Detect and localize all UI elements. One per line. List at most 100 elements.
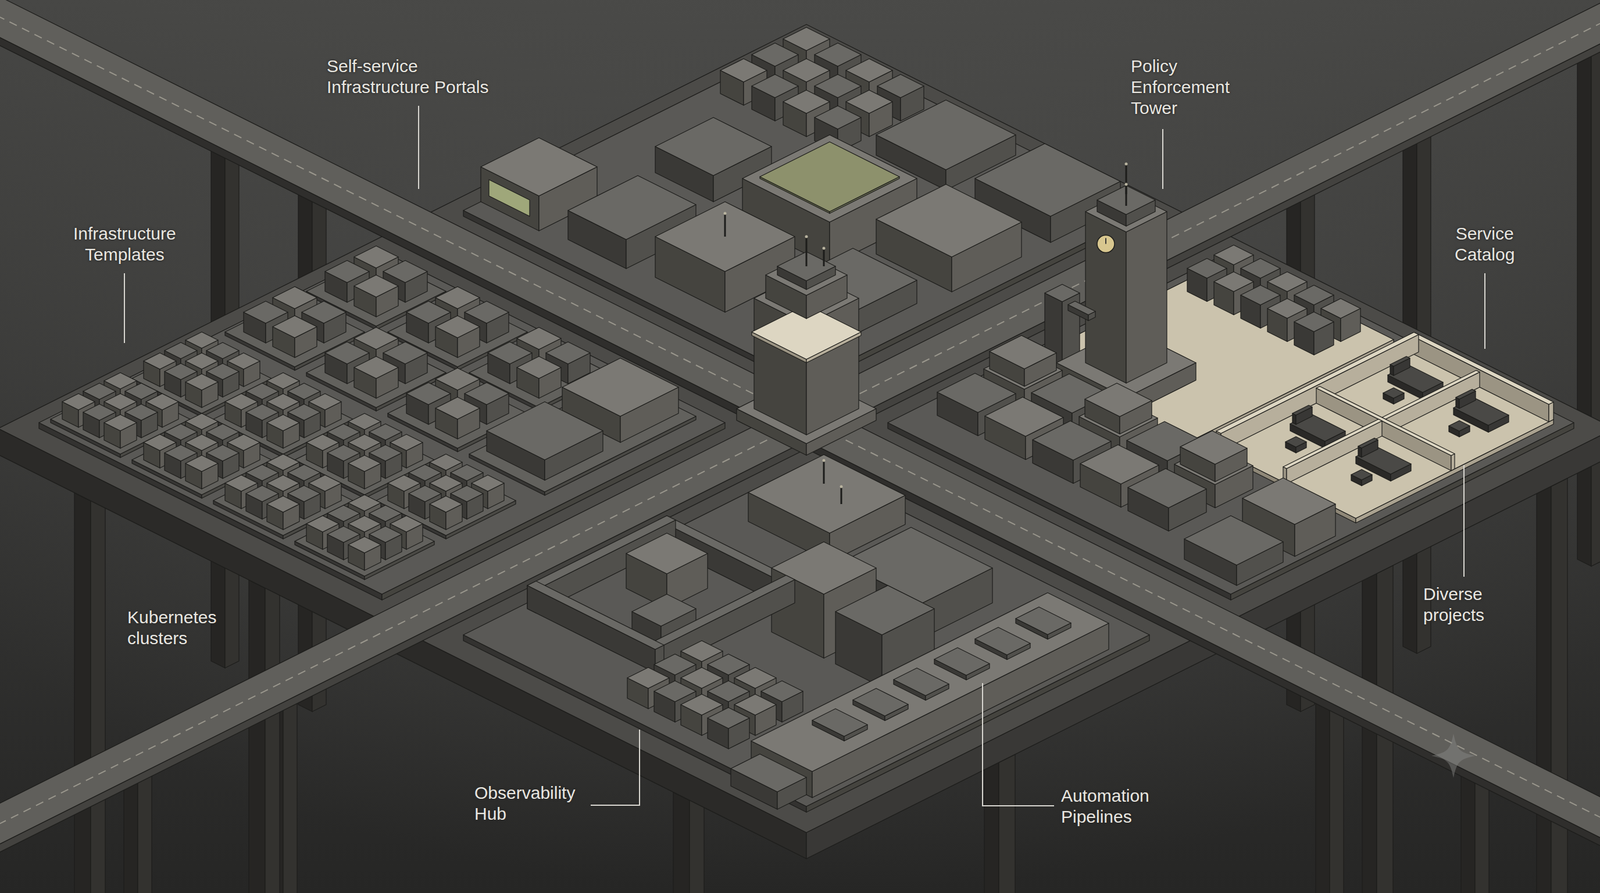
building-face xyxy=(272,315,317,338)
building-face xyxy=(354,275,399,298)
building-face xyxy=(707,680,750,702)
building-face xyxy=(1286,420,1382,484)
pillar xyxy=(90,493,106,893)
building-face xyxy=(408,464,442,481)
building-face xyxy=(348,434,381,451)
antenna xyxy=(724,213,727,237)
building-face xyxy=(516,356,562,379)
pillar xyxy=(1329,690,1344,893)
building-face xyxy=(751,43,799,67)
building-face xyxy=(1187,258,1227,279)
building-face xyxy=(876,184,1022,257)
pillar xyxy=(1577,36,1592,567)
building-face xyxy=(1213,245,1254,266)
building-face xyxy=(450,485,484,502)
building-face xyxy=(408,485,442,502)
building-face xyxy=(1548,402,1554,423)
building-face xyxy=(783,58,830,82)
building-face xyxy=(227,352,260,370)
building-face xyxy=(390,515,423,532)
building-face xyxy=(272,286,317,309)
building-face xyxy=(527,581,664,650)
building-face xyxy=(287,404,321,421)
building-face xyxy=(1448,420,1470,432)
sparkle-watermark xyxy=(1431,733,1476,778)
leader-line xyxy=(982,683,1055,806)
building-face xyxy=(707,654,750,675)
callout-label: Diverse projects xyxy=(1423,583,1485,626)
building-face xyxy=(1267,272,1307,292)
antenna xyxy=(823,460,825,484)
pillar xyxy=(1551,478,1568,893)
building-face xyxy=(707,707,750,729)
building-face xyxy=(245,404,279,421)
building-face xyxy=(327,526,360,543)
building-face xyxy=(814,74,862,98)
building-face xyxy=(1127,468,1207,509)
building-face xyxy=(1320,298,1361,319)
leader-line xyxy=(418,105,420,189)
antenna-tip xyxy=(1125,162,1128,166)
building-face xyxy=(390,434,423,451)
building-face xyxy=(486,401,603,460)
building-face xyxy=(1213,272,1254,292)
building-face xyxy=(429,475,463,492)
building-face xyxy=(327,444,360,462)
building-face xyxy=(348,536,381,553)
antenna xyxy=(1125,184,1128,206)
tower-clock xyxy=(1097,235,1115,253)
building-face xyxy=(654,680,696,702)
building-face xyxy=(354,356,399,379)
building-face xyxy=(680,694,723,716)
district-tile xyxy=(38,422,382,600)
building-face xyxy=(83,404,116,421)
building-face xyxy=(934,647,990,676)
building-face xyxy=(287,464,321,481)
callout-label: Policy Enforcement Tower xyxy=(1130,55,1230,119)
building-face xyxy=(227,434,260,451)
callout-label: Self-service Infrastructure Portals xyxy=(326,55,525,98)
building-face xyxy=(1180,430,1248,465)
building-face xyxy=(185,331,219,349)
building-face xyxy=(626,533,708,574)
building-face xyxy=(783,90,830,114)
district-tile xyxy=(463,38,1150,382)
callout-label: Observability Hub xyxy=(474,782,575,825)
pillar xyxy=(74,493,91,893)
building-face xyxy=(266,475,300,492)
building-face xyxy=(104,372,137,389)
building-face xyxy=(435,286,480,309)
district-tile xyxy=(887,251,1574,595)
building-face xyxy=(1267,298,1307,319)
leader-line xyxy=(123,273,125,344)
building-face xyxy=(435,368,480,391)
building-face xyxy=(225,393,258,410)
building-face xyxy=(164,342,198,359)
building-face xyxy=(225,475,258,492)
building-face xyxy=(761,680,803,702)
building-face xyxy=(759,141,900,212)
leader-line xyxy=(1162,129,1164,189)
pillar xyxy=(673,792,690,893)
building-face xyxy=(646,575,795,650)
building-face xyxy=(306,434,339,451)
building-face xyxy=(266,372,300,389)
building-face xyxy=(125,404,158,421)
building-face xyxy=(354,327,399,350)
building-face xyxy=(527,585,656,673)
building-face xyxy=(783,27,830,51)
building-face xyxy=(1383,387,1405,399)
building-face xyxy=(383,260,428,283)
building-face xyxy=(1351,469,1373,481)
building-face xyxy=(206,444,239,462)
leader-line xyxy=(1463,465,1465,577)
building-face xyxy=(654,654,696,675)
antenna-tip xyxy=(822,247,826,250)
pillar xyxy=(265,580,280,893)
building-face xyxy=(720,58,767,82)
building-face xyxy=(406,301,451,324)
building-face xyxy=(406,382,451,405)
